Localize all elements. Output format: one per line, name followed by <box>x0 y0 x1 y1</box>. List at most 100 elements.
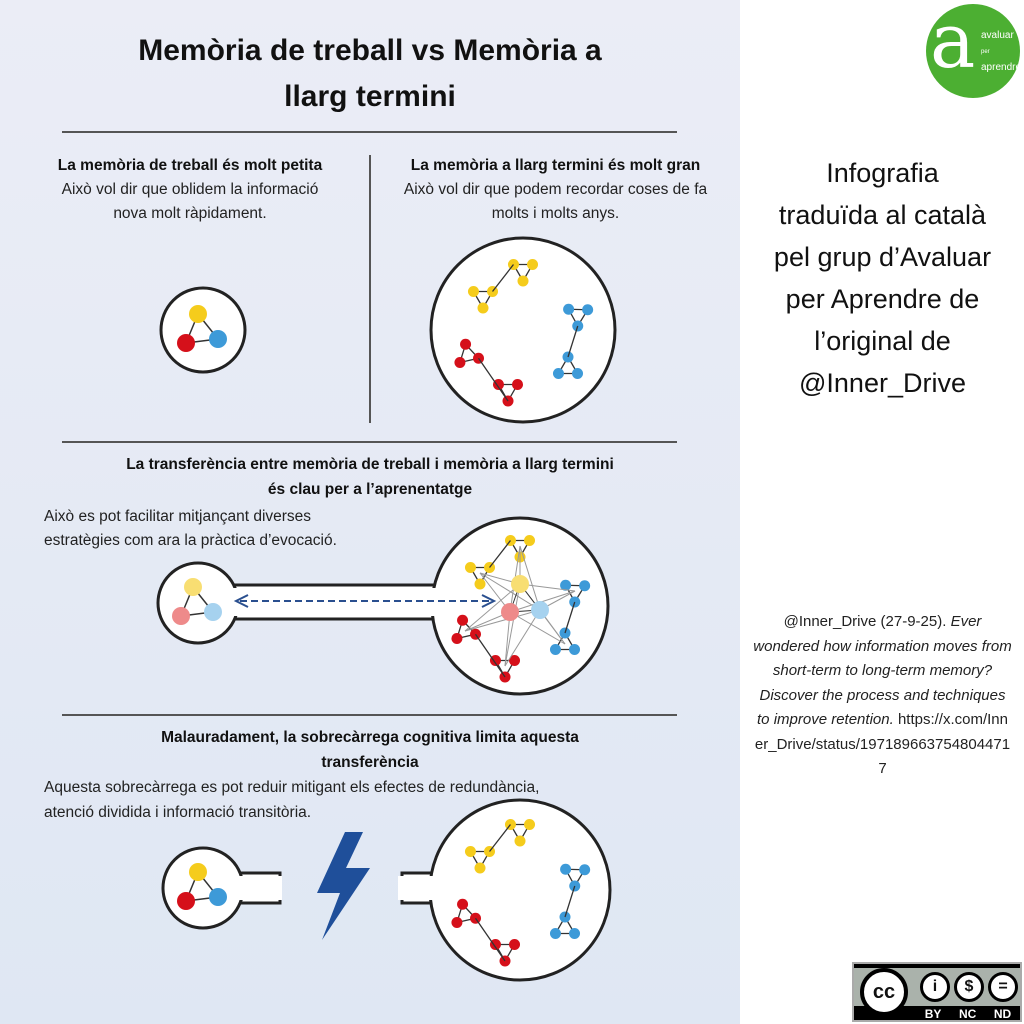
transfer-heading2: és clau per a l’aprenentatge <box>267 481 473 498</box>
memory-node <box>549 927 561 939</box>
memory-node <box>172 607 190 625</box>
citation-link[interactable]: https://x.com/Inner_Drive/status/1971896… <box>754 711 1011 777</box>
memory-node <box>552 367 564 379</box>
link <box>477 357 509 402</box>
overload-body2: atenció dividida i informació transitòri… <box>44 804 312 821</box>
memory-node <box>531 601 549 619</box>
memory-node <box>524 818 536 830</box>
memory-node <box>177 334 195 352</box>
memory-node <box>582 304 594 316</box>
memory-node <box>509 654 521 666</box>
memory-node <box>209 888 227 906</box>
translation-note-line: @Inner_Drive <box>799 368 966 398</box>
link <box>509 611 566 645</box>
nc-icon: $ <box>954 972 984 1002</box>
memory-node <box>474 862 486 874</box>
memory-node <box>451 916 463 928</box>
memory-node <box>489 939 501 951</box>
memory-node <box>579 864 591 876</box>
license-by: BY <box>924 1007 942 1021</box>
memory-node <box>501 603 519 621</box>
memory-node <box>569 928 581 940</box>
memory-node <box>492 379 504 391</box>
link <box>489 824 511 852</box>
link <box>504 583 521 667</box>
link <box>519 583 576 592</box>
citation: @Inner_Drive (27-9-25). Ever wondered ho… <box>745 610 1020 782</box>
memory-node <box>511 575 529 593</box>
transfer-heading1: La transferència entre memòria de trebal… <box>126 456 614 473</box>
translation-note-line: l’original de <box>814 326 951 356</box>
arrowheads <box>233 594 497 608</box>
memory-node <box>189 305 207 323</box>
link <box>474 633 506 678</box>
memory-node <box>579 580 591 592</box>
working-memory-circle <box>159 286 247 374</box>
ltm-heading: La memòria a llarg termini és molt gran <box>410 157 701 174</box>
memory-node <box>477 302 489 314</box>
license-nc: NC <box>958 1007 977 1021</box>
channel-fill <box>398 876 438 900</box>
cc-icon: cc <box>860 968 908 1016</box>
wm-heading: La memòria de treball és molt petita <box>57 157 323 174</box>
title-line2: llarg termini <box>284 80 456 113</box>
cc-license-badge[interactable]: cc i $ = BY NC ND <box>852 962 1022 1022</box>
title-line1: Memòria de treball vs Memòria a <box>138 34 602 67</box>
logo-text1: avaluar <box>981 30 1014 41</box>
link <box>492 264 514 292</box>
memory-node <box>209 330 227 348</box>
memory-node <box>474 578 486 590</box>
divider <box>62 441 677 443</box>
memory-node <box>184 578 202 596</box>
transfer-body2: estratègies com ara la pràctica d’evocac… <box>44 532 337 549</box>
link <box>504 611 511 667</box>
working-memory-circle <box>156 561 240 645</box>
logo: a avaluar per aprendre <box>926 4 1020 98</box>
long-term-memory-circle <box>429 236 617 424</box>
link <box>564 885 576 918</box>
divider <box>62 131 677 133</box>
memory-node <box>460 338 472 350</box>
link <box>564 601 576 634</box>
overload-body1: Aquesta sobrecàrrega es pot reduir mitig… <box>44 779 540 796</box>
memory-node <box>189 863 207 881</box>
logo-text2: per <box>981 49 990 55</box>
long-term-memory-circle <box>430 516 610 696</box>
memory-node <box>509 938 521 950</box>
lightning-bolt-icon <box>317 832 370 940</box>
memory-node <box>177 892 195 910</box>
long-term-memory-circle <box>428 798 612 982</box>
memory-node <box>467 286 479 298</box>
wm-body2: nova molt ràpidament. <box>113 205 267 222</box>
logo-letter: a <box>930 4 976 85</box>
memory-node <box>514 835 526 847</box>
memory-node <box>549 643 561 655</box>
memory-node <box>524 534 536 546</box>
memory-node <box>569 644 581 656</box>
memory-node <box>489 655 501 667</box>
memory-node <box>457 898 469 910</box>
overload-heading2: transferència <box>321 754 419 771</box>
wm-body1: Això vol dir que oblidem la informació <box>61 181 319 198</box>
memory-node <box>560 863 572 875</box>
memory-node <box>563 303 575 315</box>
memory-node <box>572 368 584 380</box>
link <box>567 325 579 358</box>
ltm-body2: molts i molts anys. <box>491 205 620 222</box>
logo-text3: aprendre <box>981 62 1020 73</box>
channel-fill <box>232 876 282 900</box>
vertical-divider <box>369 155 371 423</box>
link <box>504 609 541 667</box>
ltm-body1: Això vol dir que podem recordar coses de… <box>403 181 708 198</box>
memory-node <box>560 579 572 591</box>
license-nd: ND <box>993 1007 1012 1021</box>
link <box>464 609 541 632</box>
divider <box>62 714 677 716</box>
memory-node <box>527 258 539 270</box>
translation-note-line: traduïda al català <box>778 200 987 230</box>
memory-node <box>502 395 514 407</box>
link <box>489 540 511 568</box>
memory-node <box>517 275 529 287</box>
translation-note-line: per Aprendre de <box>785 284 980 314</box>
